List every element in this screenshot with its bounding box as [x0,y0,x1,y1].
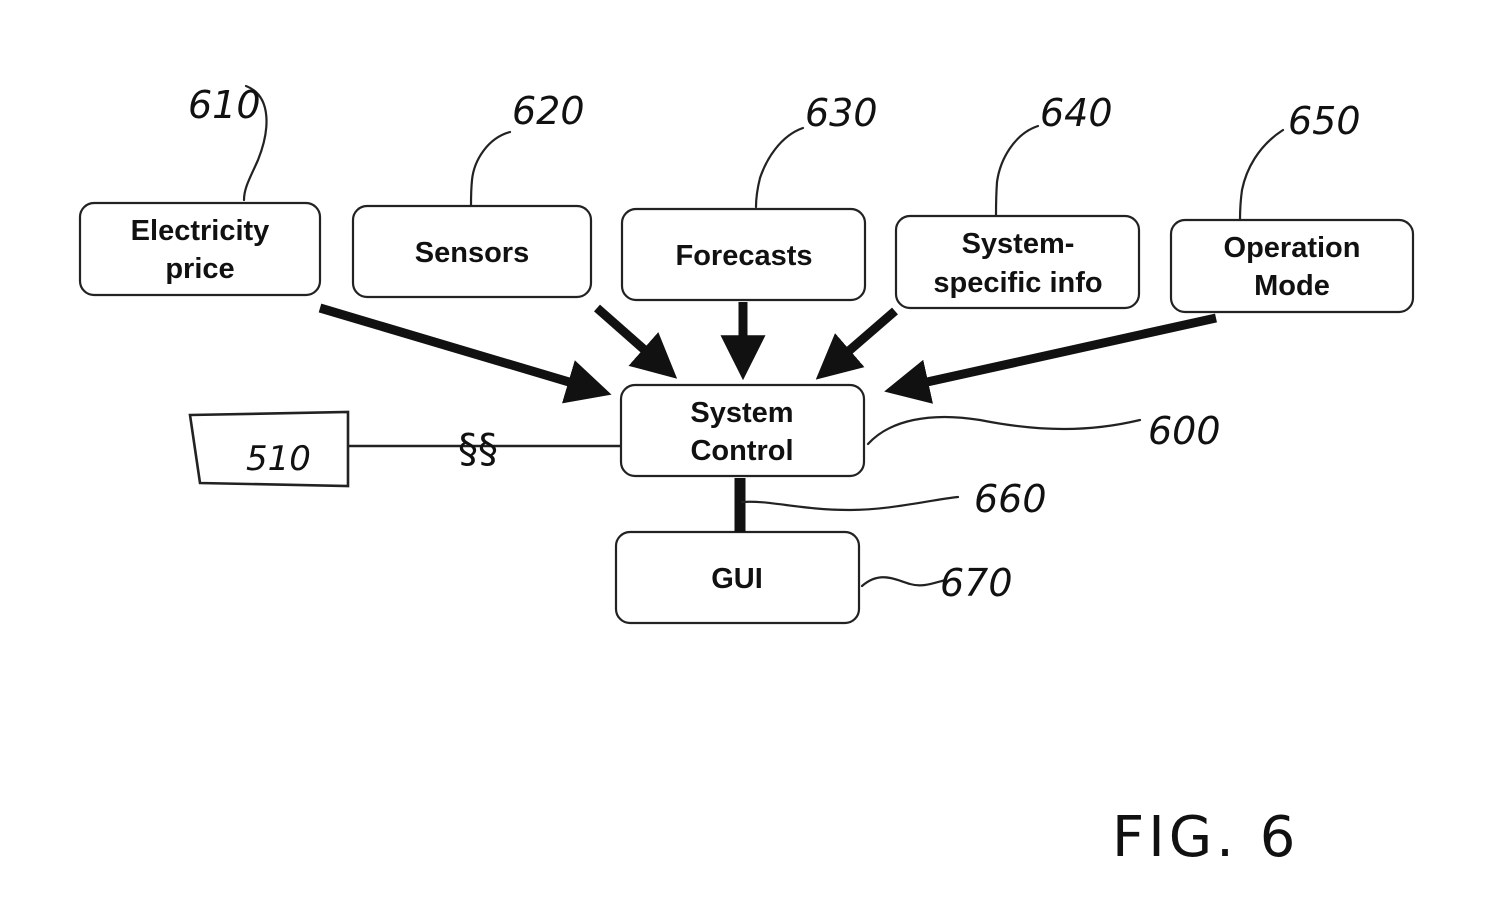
box-gui: GUI [614,530,861,625]
box-operation-mode-line2: Mode [1254,270,1330,302]
device-510-label: 510 [246,439,311,479]
ref-650: 650 [1288,99,1361,143]
figure-label: FIG. 6 [1112,805,1299,870]
leader-610 [242,84,268,202]
arrow-mode-to-control [884,313,1217,404]
box-forecasts: Forecasts [620,207,867,302]
leader-600 [866,415,1142,446]
ref-610: 610 [188,83,261,127]
ref-640: 640 [1040,91,1113,135]
arrow-info-to-control [815,307,898,380]
box-electricity-price-line2: price [165,253,234,285]
ref-660: 660 [974,477,1047,521]
leader-620 [469,130,512,207]
wireless-link-symbol: §§ [458,426,498,472]
box-system-specific-info-line1: System- [962,228,1075,260]
box-electricity-price-line1: Electricity [131,215,270,247]
ref-620: 620 [512,89,585,133]
ref-630: 630 [805,91,878,135]
box-system-specific-info: System- specific info [894,214,1141,310]
box-system-specific-info-line2: specific info [933,267,1102,299]
leader-640 [994,124,1040,217]
box-sensors-label: Sensors [415,237,529,269]
leader-650 [1238,128,1285,222]
ref-600: 600 [1148,409,1221,453]
box-electricity-price: Electricity price [78,201,322,297]
box-operation-mode-line1: Operation [1224,232,1361,264]
arrow-electricity-to-control [318,303,612,404]
box-forecasts-label: Forecasts [675,240,812,272]
box-operation-mode: Operation Mode [1169,218,1415,314]
arrow-sensors-to-control [594,304,678,379]
box-system-control: System Control [619,383,866,478]
ref-670: 670 [940,561,1013,605]
leader-630 [754,126,805,209]
leader-660 [740,495,960,512]
box-system-control-line2: Control [690,435,793,467]
box-sensors: Sensors [351,204,593,299]
box-gui-label: GUI [711,563,763,595]
box-device-510: 510 [188,410,350,488]
leader-670 [860,576,948,588]
box-system-control-line1: System [690,397,793,429]
